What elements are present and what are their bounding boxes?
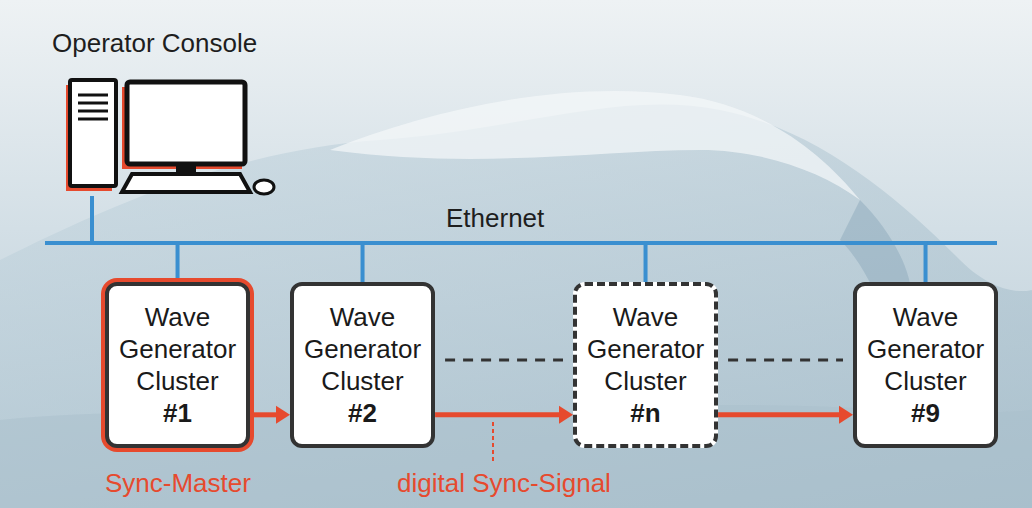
sync-arrow [250, 406, 290, 424]
cluster-box: Wave Generator Cluster#2 [290, 282, 435, 448]
cluster-name: Wave Generator Cluster [587, 301, 704, 397]
ethernet-link [92, 196, 363, 282]
ethernet-wire [92, 196, 178, 282]
connector-line [718, 412, 841, 417]
console-node: Operator Console [52, 28, 284, 196]
console-title: Operator Console [52, 28, 284, 58]
cluster-number: #2 [348, 397, 377, 429]
continuation-line [728, 360, 843, 361]
cluster-box: Wave Generator Cluster#n [573, 282, 718, 448]
continuation-line [445, 360, 563, 361]
connector-line [435, 412, 561, 417]
cluster-number: #1 [163, 397, 192, 429]
connector-line [445, 359, 563, 362]
arrowhead [839, 406, 853, 424]
sync-arrow [435, 406, 573, 424]
cluster-box: Wave Generator Cluster#9 [853, 282, 998, 448]
cluster-box: Wave Generator Cluster#1 [105, 282, 250, 448]
cluster-number: #n [630, 397, 660, 429]
computer-icon [66, 80, 274, 194]
ethernet-link [92, 196, 178, 282]
sync-arrow [718, 406, 853, 424]
network-label: Ethernet [446, 203, 544, 233]
ethernet-wire [92, 196, 646, 282]
ethernet-link [92, 196, 926, 282]
cluster-number: #9 [911, 397, 940, 429]
ethernet-wire [92, 196, 926, 282]
wave-crest [330, 91, 860, 200]
cluster-name: Wave Generator Cluster [304, 301, 421, 397]
leader-line [492, 422, 494, 462]
ethernet-wire [92, 196, 363, 282]
arrowhead [276, 406, 290, 424]
connector-line [250, 412, 278, 417]
arrowhead [559, 406, 573, 424]
cluster-name: Wave Generator Cluster [867, 301, 984, 397]
cluster-name: Wave Generator Cluster [119, 301, 236, 397]
connector-line [728, 359, 843, 362]
role-label: Sync-Master [105, 468, 251, 498]
signal-label: digital Sync-Signal [397, 468, 611, 498]
ethernet-link [92, 196, 646, 282]
